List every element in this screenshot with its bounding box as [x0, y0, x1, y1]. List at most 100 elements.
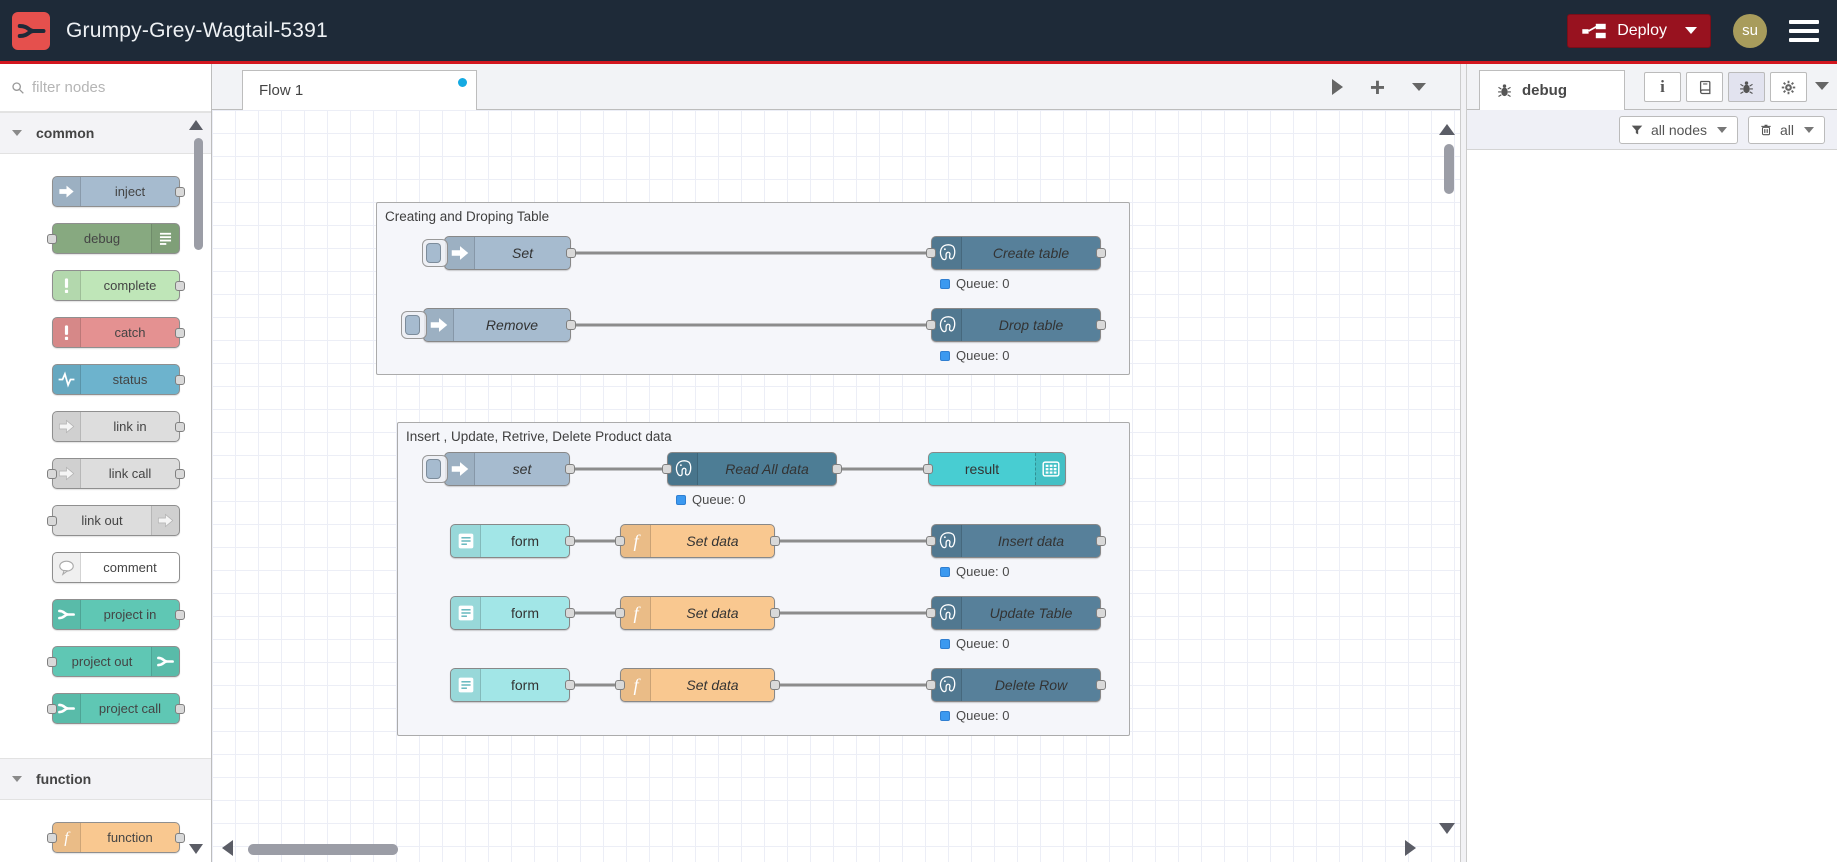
flow-node-update[interactable]: Update Table: [926, 596, 1106, 630]
next-tab-arrow-icon[interactable]: [1331, 79, 1343, 95]
node-output-port[interactable]: [770, 608, 780, 618]
add-flow-button[interactable]: +: [1369, 72, 1385, 102]
flow-node-form1[interactable]: form: [450, 524, 575, 558]
flow-node-result[interactable]: result: [923, 452, 1066, 486]
palette-category-common[interactable]: common: [0, 112, 211, 154]
canvas-horizontal-scrollbar-thumb[interactable]: [248, 844, 398, 855]
node-input-port[interactable]: [47, 657, 57, 667]
tab-flow-1[interactable]: Flow 1: [242, 70, 477, 110]
canvas-scroll-left-arrow[interactable]: [222, 840, 233, 856]
node-input-port[interactable]: [47, 516, 57, 526]
node-output-port[interactable]: [832, 464, 842, 474]
sidebar-resize-handle[interactable]: [1460, 64, 1467, 862]
palette-node-complete[interactable]: complete: [52, 270, 185, 301]
node-input-port[interactable]: [926, 320, 936, 330]
debug-clear-button[interactable]: all: [1747, 115, 1825, 144]
node-output-port[interactable]: [175, 704, 185, 714]
node-input-port[interactable]: [926, 608, 936, 618]
main-menu-button[interactable]: [1789, 19, 1819, 42]
node-output-port[interactable]: [175, 422, 185, 432]
palette-scroll-down-arrow[interactable]: [189, 844, 203, 854]
tab-debug[interactable]: debug: [1479, 70, 1625, 110]
flow-node-create[interactable]: Create table: [926, 236, 1106, 270]
node-output-port[interactable]: [1096, 608, 1106, 618]
node-output-port[interactable]: [175, 833, 185, 843]
node-output-port[interactable]: [175, 375, 185, 385]
palette-category-function[interactable]: function: [0, 758, 211, 800]
deploy-options-chevron-icon[interactable]: [1685, 27, 1697, 34]
flow-node-form2[interactable]: form: [450, 596, 575, 630]
palette-node-status[interactable]: status: [52, 364, 185, 395]
palette-node-project-call[interactable]: project call: [47, 693, 185, 724]
canvas-scroll-right-arrow[interactable]: [1405, 840, 1416, 856]
flow-node-drop[interactable]: Drop table: [926, 308, 1106, 342]
flow-group-1[interactable]: Creating and Droping Table: [376, 202, 1130, 375]
node-input-port[interactable]: [47, 704, 57, 714]
node-output-port[interactable]: [565, 464, 575, 474]
node-output-port[interactable]: [770, 536, 780, 546]
node-output-port[interactable]: [175, 187, 185, 197]
inject-button[interactable]: [401, 311, 427, 339]
canvas-scroll-up-arrow[interactable]: [1439, 124, 1455, 135]
node-output-port[interactable]: [1096, 536, 1106, 546]
palette-node-catch[interactable]: catch: [52, 317, 185, 348]
node-output-port[interactable]: [565, 680, 575, 690]
node-input-port[interactable]: [662, 464, 672, 474]
deploy-button[interactable]: Deploy: [1567, 13, 1711, 48]
flow-node-insert[interactable]: Insert data: [926, 524, 1106, 558]
palette-node-debug[interactable]: debug: [47, 223, 180, 254]
debug-filter-button[interactable]: all nodes: [1618, 115, 1738, 144]
node-output-port[interactable]: [1096, 248, 1106, 258]
node-output-port[interactable]: [565, 536, 575, 546]
config-nodes-tab-button[interactable]: [1770, 72, 1807, 102]
palette-node-project-in[interactable]: project in: [52, 599, 185, 630]
palette-node-comment[interactable]: comment: [52, 552, 180, 583]
palette-node-link-in[interactable]: link in: [52, 411, 185, 442]
palette-scrollbar-thumb[interactable]: [194, 138, 203, 250]
node-input-port[interactable]: [615, 536, 625, 546]
node-input-port[interactable]: [926, 248, 936, 258]
flow-node-set2[interactable]: set: [422, 452, 575, 486]
node-output-port[interactable]: [770, 680, 780, 690]
node-input-port[interactable]: [926, 680, 936, 690]
node-output-port[interactable]: [566, 248, 576, 258]
node-output-port[interactable]: [1096, 320, 1106, 330]
node-output-port[interactable]: [1096, 680, 1106, 690]
help-tab-button[interactable]: [1686, 72, 1723, 102]
flow-node-readall[interactable]: Read All data: [662, 452, 842, 486]
palette-node-link-out[interactable]: link out: [47, 505, 180, 536]
inject-button[interactable]: [422, 239, 448, 267]
debug-tab-button[interactable]: [1728, 72, 1765, 102]
filter-nodes-input[interactable]: [32, 79, 201, 96]
node-output-port[interactable]: [566, 320, 576, 330]
user-avatar[interactable]: su: [1733, 13, 1767, 48]
node-input-port[interactable]: [615, 608, 625, 618]
inject-button[interactable]: [422, 455, 448, 483]
node-output-port[interactable]: [175, 328, 185, 338]
palette-node-project-out[interactable]: project out: [47, 646, 180, 677]
canvas-scroll-down-arrow[interactable]: [1439, 823, 1455, 834]
flow-node-remove[interactable]: Remove: [401, 308, 576, 342]
palette-scroll-up-arrow[interactable]: [189, 120, 203, 130]
flow-node-form3[interactable]: form: [450, 668, 575, 702]
palette-node-inject[interactable]: inject: [52, 176, 185, 207]
canvas-vertical-scrollbar-thumb[interactable]: [1444, 144, 1454, 194]
flow-node-delete[interactable]: Delete Row: [926, 668, 1106, 702]
node-input-port[interactable]: [923, 464, 933, 474]
flow-list-chevron-icon[interactable]: [1412, 83, 1426, 91]
sidebar-options-chevron-icon[interactable]: [1815, 82, 1829, 90]
info-tab-button[interactable]: i: [1644, 72, 1681, 102]
palette-node-link-call[interactable]: link call: [47, 458, 185, 489]
node-output-port[interactable]: [175, 281, 185, 291]
node-output-port[interactable]: [565, 608, 575, 618]
node-output-port[interactable]: [175, 469, 185, 479]
node-input-port[interactable]: [615, 680, 625, 690]
node-input-port[interactable]: [47, 234, 57, 244]
node-input-port[interactable]: [47, 833, 57, 843]
flow-node-set1[interactable]: Set: [422, 236, 576, 270]
